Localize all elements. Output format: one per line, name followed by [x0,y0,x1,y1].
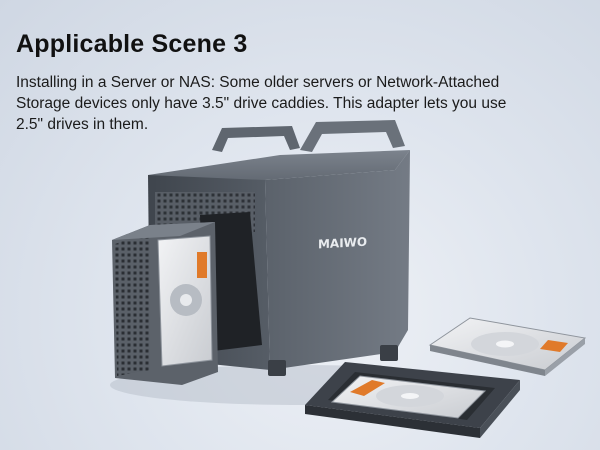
description-line-1: Installing in a Server or NAS: Some olde… [16,74,500,91]
drive-caddy-icon [112,212,262,385]
scene-description: Installing in a Server or NAS: Some olde… [16,72,576,135]
brand-logo: MAIWO [318,235,367,252]
hard-drive-icon [428,317,587,376]
bracket-adapter-icon [305,362,520,438]
page-title: Applicable Scene 3 [16,30,248,58]
hard-drive-icon [197,252,207,278]
description-line-3: 2.5" drives in them. [16,116,149,133]
description-line-2: Storage devices only have 3.5" drive cad… [16,95,507,112]
